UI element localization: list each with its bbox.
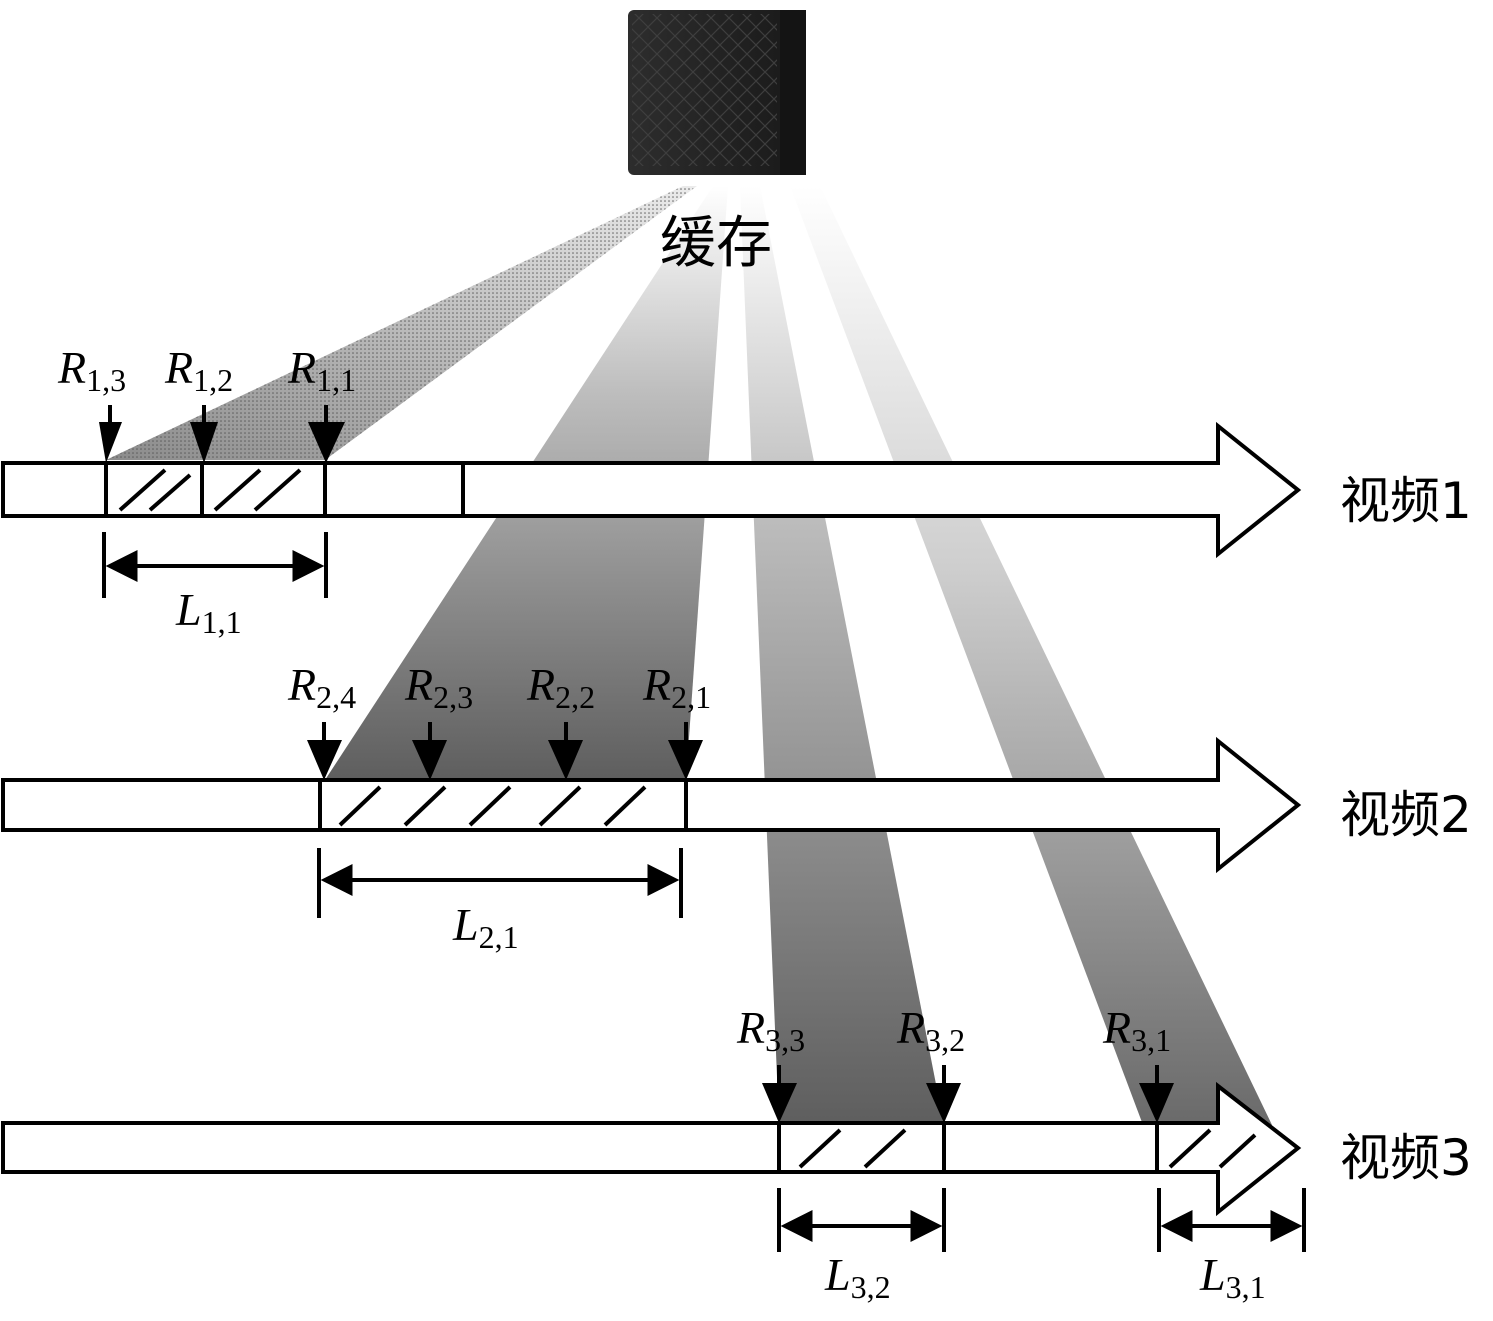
length-label-l21: L2,1	[452, 899, 519, 955]
length-dimensions	[102, 532, 1306, 1252]
marker-label-r12: R1,2	[164, 342, 233, 398]
marker-label-r33: R3,3	[736, 1002, 805, 1058]
video3-cached-segment-1	[777, 1121, 946, 1174]
beam-video1-dots	[106, 186, 697, 460]
length-label-l31: L3,1	[1199, 1249, 1266, 1305]
marker-label-r32: R3,2	[896, 1002, 965, 1058]
marker-label-r23: R2,3	[404, 659, 473, 715]
video3-label: 视频3	[1340, 1129, 1472, 1187]
video1-track	[1, 421, 1302, 559]
marker-label-r31: R3,1	[1102, 1002, 1171, 1058]
length-label-l32: L3,2	[824, 1249, 891, 1305]
video1-label: 视频1	[1340, 472, 1472, 530]
cache-drive-icon	[628, 10, 806, 175]
beam-video3-a	[740, 186, 944, 1125]
cache-label: 缓存	[660, 211, 772, 276]
video3-arrow	[1, 1081, 1302, 1217]
marker-label-r22: R2,2	[526, 659, 595, 715]
video3-track	[1, 1081, 1302, 1217]
marker-label-r24: R2,4	[287, 659, 356, 715]
video2-cached-segment	[318, 778, 688, 832]
beam-video3-b	[790, 186, 1272, 1125]
marker-label-r21: R2,1	[642, 659, 711, 715]
video2-track	[1, 736, 1302, 874]
cache-beams	[106, 186, 1272, 1125]
position-pointers	[99, 405, 1174, 1123]
marker-label-r13: R1,3	[57, 342, 126, 398]
length-label-l11: L1,1	[175, 584, 242, 640]
video2-label: 视频2	[1340, 786, 1472, 844]
marker-label-r11: R1,1	[287, 342, 356, 398]
